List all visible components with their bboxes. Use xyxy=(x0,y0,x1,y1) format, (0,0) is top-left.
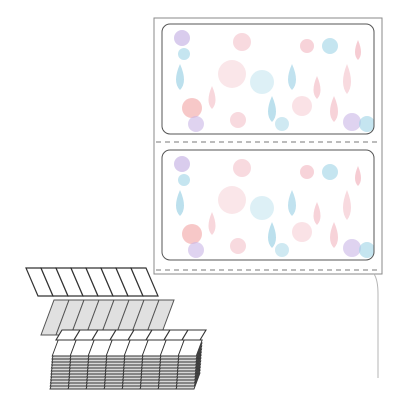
label-1 xyxy=(161,23,375,135)
label-2 xyxy=(161,149,375,261)
fanfold-stack-top xyxy=(181,329,207,341)
fanfold-stack xyxy=(25,267,207,390)
fanfold-top-segment xyxy=(130,267,159,297)
liner-edge xyxy=(373,273,379,378)
